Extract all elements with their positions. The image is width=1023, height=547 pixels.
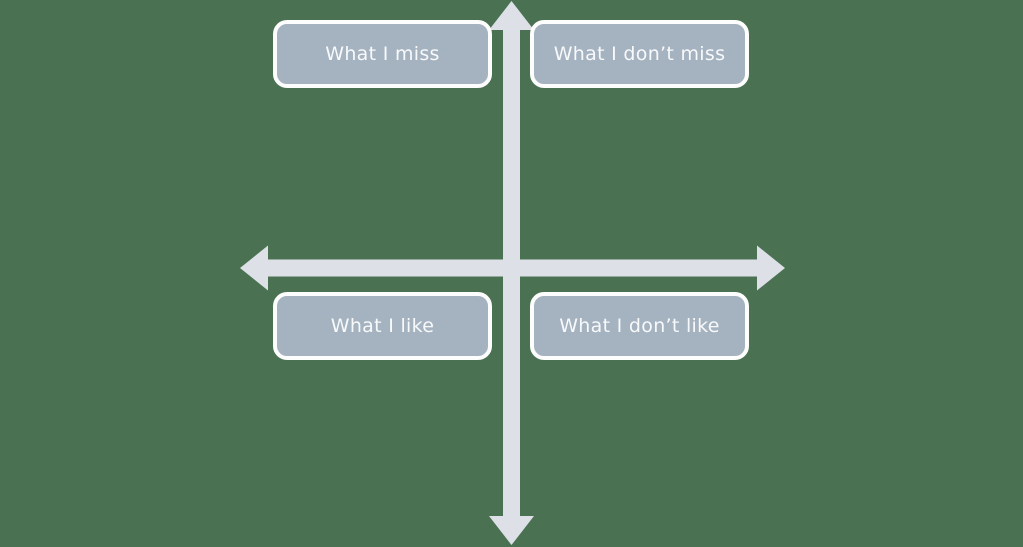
horizontal-axis-shaft [266,259,758,277]
quadrant-label-text: What I miss [325,43,440,65]
arrow-up-icon [489,1,534,30]
horizontal-axis-double-arrow-icon [240,245,785,291]
quadrant-label-what-i-like: What I like [273,292,492,360]
quadrant-label-what-i-miss: What I miss [273,20,492,88]
arrow-left-icon [240,245,268,291]
arrow-down-icon [489,516,534,545]
quadrant-label-what-i-dont-like: What I don’t like [530,292,749,360]
quadrant-label-text: What I like [330,315,435,337]
quadrant-label-what-i-dont-miss: What I don’t miss [530,20,749,88]
quadrant-label-text: What I don’t miss [553,43,726,65]
quadrant-label-text: What I don’t like [559,315,720,337]
arrow-right-icon [757,245,785,291]
